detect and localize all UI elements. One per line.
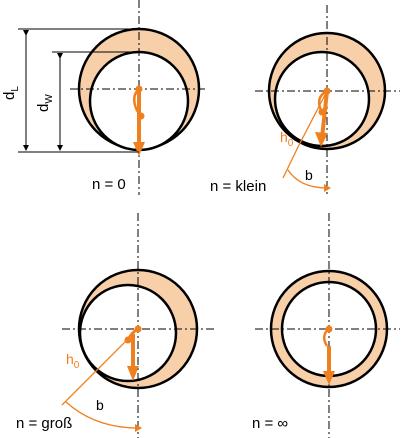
dim-label-dL: dL <box>1 86 21 100</box>
bearing-center-dot <box>325 325 333 333</box>
journal-circle <box>78 283 178 383</box>
angle-b-arc <box>287 169 328 189</box>
state-label-ngross: n = groß <box>16 415 72 432</box>
h0-line <box>91 328 139 376</box>
angle-b-label: b <box>305 167 313 183</box>
journal-center-dot <box>124 336 132 344</box>
bearing-panel-ngross: h0 b n = groß <box>16 213 215 438</box>
h0-line <box>297 90 328 148</box>
load-arrowhead <box>127 366 139 381</box>
angle-b-arrowhead <box>324 184 331 192</box>
state-label-nklein: n = klein <box>210 178 266 195</box>
dim-label-dW: dW <box>35 94 55 112</box>
angle-ray <box>282 146 299 179</box>
angle-ray <box>61 374 93 406</box>
journal-circle <box>273 50 371 148</box>
h0-label: h0 <box>66 351 80 371</box>
bearing-panel-ninf: n = ∞ <box>252 213 400 438</box>
state-label-n0: n = 0 <box>92 176 126 193</box>
load-arrowhead <box>133 142 145 156</box>
angle-b-arrowhead <box>135 424 142 432</box>
bearing-panel-n0: dL dW n = 0 <box>1 0 205 195</box>
angle-b-arc <box>65 401 139 429</box>
load-arrowhead <box>315 132 328 147</box>
load-arrowhead <box>323 371 335 385</box>
bearing-panel-nklein: h0 b n = klein <box>210 5 400 195</box>
angle-b-label: b <box>96 397 104 413</box>
h0-label: h0 <box>280 129 294 149</box>
state-label-ninf: n = ∞ <box>252 415 288 432</box>
load-arrow <box>320 90 329 139</box>
